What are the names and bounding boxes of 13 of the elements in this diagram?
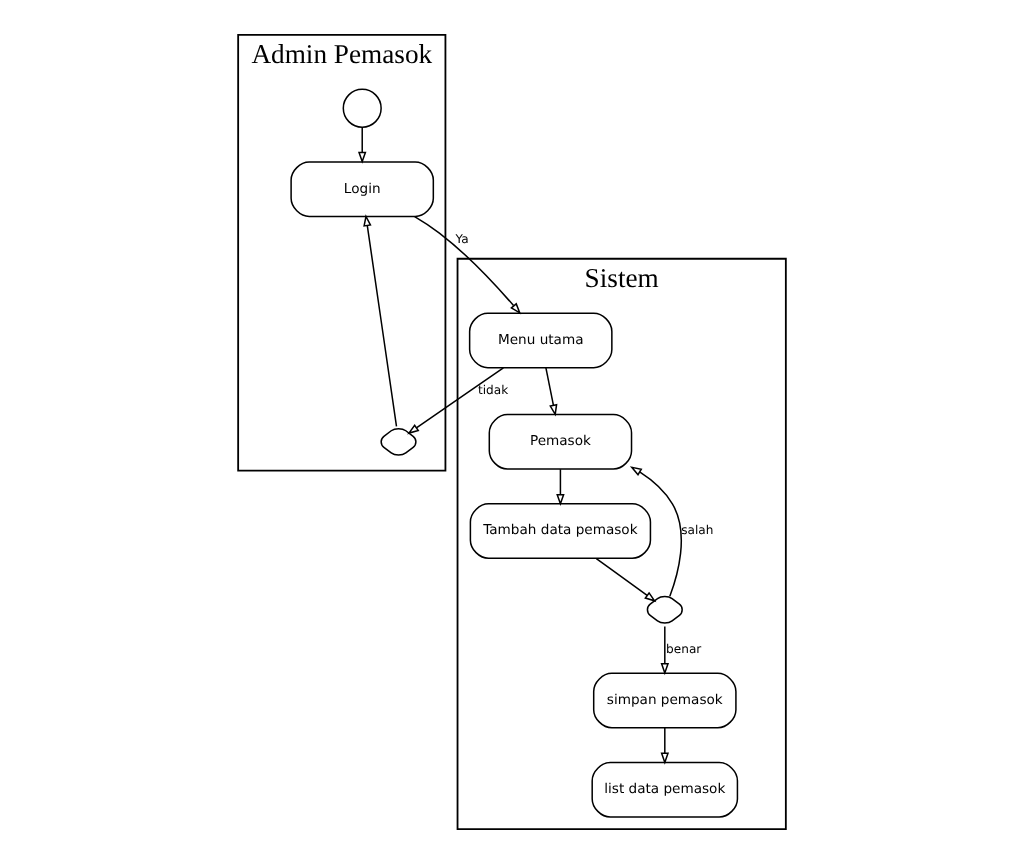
arrow <box>544 367 557 417</box>
arrow <box>659 727 669 765</box>
arrow <box>406 367 504 435</box>
arrow <box>362 214 397 428</box>
arrow <box>356 126 366 164</box>
node-diamond <box>645 595 682 624</box>
arrow <box>412 215 521 315</box>
arrow <box>628 466 681 598</box>
arrow <box>555 468 564 506</box>
node-circle <box>341 88 381 128</box>
arrow <box>594 557 656 603</box>
node-diamond <box>379 427 416 456</box>
arrow <box>659 625 669 676</box>
